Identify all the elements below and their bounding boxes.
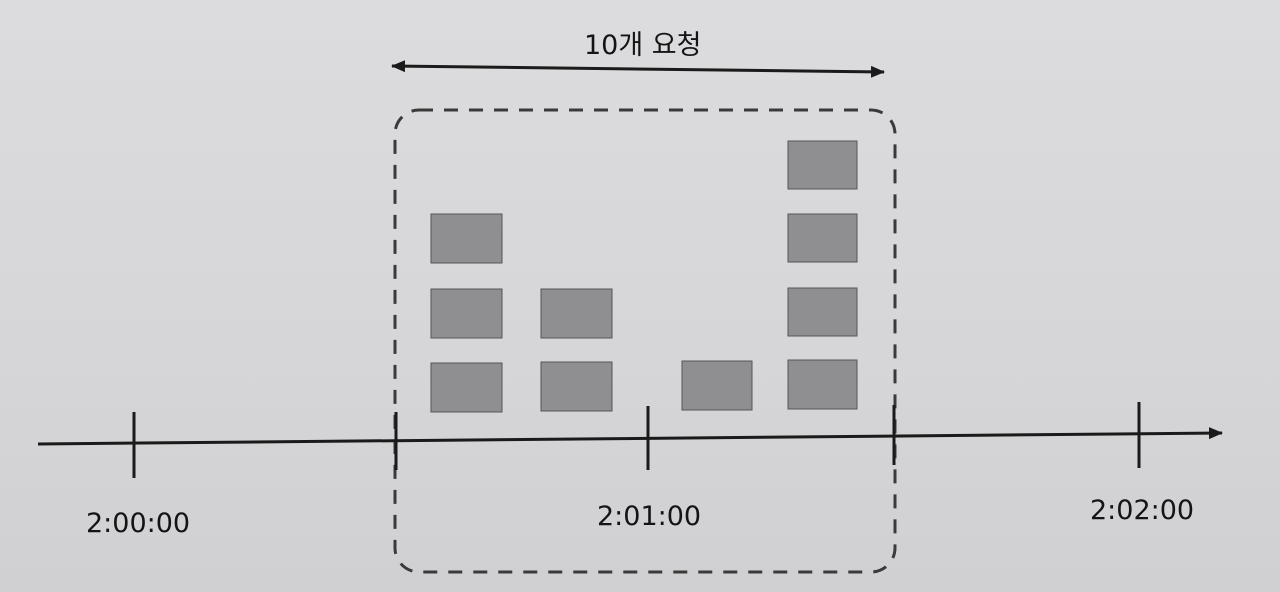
window-dashed-box xyxy=(393,108,897,574)
tick-label-2-02-00: 2:02:00 xyxy=(1090,495,1195,526)
request-block xyxy=(787,359,858,410)
tick-label-2-00-00: 2:00:00 xyxy=(86,508,191,539)
request-block xyxy=(681,360,753,411)
tick-label-2-01-00: 2:01:00 xyxy=(597,501,702,532)
request-block xyxy=(540,361,613,412)
request-block xyxy=(540,288,613,339)
request-block xyxy=(787,213,858,263)
window-width-arrow xyxy=(391,60,885,78)
request-block xyxy=(787,140,858,190)
timeline-axis xyxy=(37,427,1223,446)
request-block xyxy=(430,362,503,413)
request-block xyxy=(787,287,858,337)
request-block xyxy=(430,288,503,339)
request-block xyxy=(430,213,503,264)
window-request-count-label: 10개 요청 xyxy=(584,30,702,61)
